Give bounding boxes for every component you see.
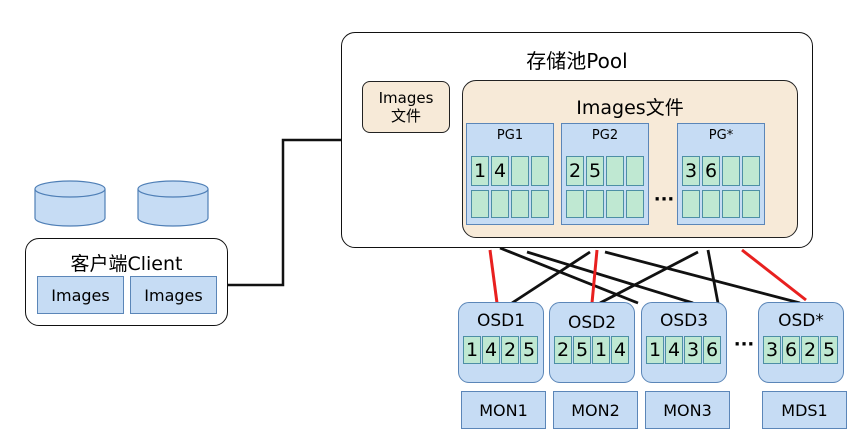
client-pool-link: [228, 138, 342, 287]
replica-link: [706, 249, 720, 304]
replica-link: [511, 250, 591, 305]
osd-node: OSD3 1 4 3 6: [641, 302, 727, 383]
pg-cell: [626, 156, 644, 186]
client-label: 客户端Client: [70, 253, 183, 275]
pg-cell: [566, 190, 584, 218]
osd-node: OSD2 2 5 1 4: [549, 302, 635, 383]
osd-label: OSD2: [567, 313, 617, 333]
monitor-box: MON2: [553, 391, 638, 429]
monitor-box: MON1: [461, 391, 546, 429]
pg-cell: 4: [491, 156, 509, 186]
osd-cell: 3: [763, 336, 781, 364]
pg-cell: [511, 156, 529, 186]
primary-link: [590, 249, 599, 304]
osd-cell: 5: [520, 336, 538, 364]
osd-cell: 5: [820, 336, 838, 364]
pg-cell: [626, 190, 644, 218]
osd-cell: 1: [646, 336, 664, 364]
images-file-small: Images 文件: [362, 81, 450, 133]
client-image-block: Images: [37, 276, 124, 314]
osd-cell: 5: [573, 336, 591, 364]
osd-label: OSD1: [476, 311, 526, 331]
database-icon: [34, 180, 106, 227]
pg-cell: [722, 190, 740, 218]
pg-cell: [471, 190, 489, 218]
osd-cell: 4: [482, 336, 500, 364]
pg-ellipsis: ···: [653, 189, 675, 210]
pg-label: PG1: [496, 128, 524, 143]
pg-cell: 5: [586, 156, 604, 186]
pg-cell: [606, 190, 624, 218]
pg-cell: 6: [702, 156, 720, 186]
pg-box: PG2 2 5: [561, 123, 649, 225]
images-file-box: Images文件 PG1 1 4 PG2 2 5 ···: [462, 80, 798, 238]
osd-node: OSD* 3 6 2 5: [758, 302, 844, 383]
osd-cell: 6: [782, 336, 800, 364]
osd-label: OSD*: [778, 311, 824, 331]
pg-cell: [511, 190, 529, 218]
replica-link: [604, 250, 801, 305]
images-file-small-line2: 文件: [390, 107, 421, 125]
osd-cell: 4: [665, 336, 683, 364]
replica-link: [526, 250, 694, 305]
monitor-box: MDS1: [762, 391, 847, 429]
replica-link: [599, 250, 699, 305]
client-box: 客户端Client Images Images: [25, 238, 228, 326]
pg-cell: [702, 190, 720, 218]
pg-cell: 3: [682, 156, 700, 186]
osd-ellipsis: ···: [733, 334, 755, 355]
osd-cell: 2: [554, 336, 572, 364]
primary-link: [488, 249, 499, 304]
osd-cell: 4: [611, 336, 629, 364]
pg-label: PG*: [708, 128, 734, 143]
pg-cell: [682, 190, 700, 218]
storage-pool: 存储池Pool Images 文件 Images文件 PG1 1 4 PG2 2…: [341, 32, 813, 248]
pg-cell: [742, 156, 760, 186]
client-image-block: Images: [130, 276, 217, 314]
osd-cell: 2: [801, 336, 819, 364]
osd-cell: 1: [463, 336, 481, 364]
pg-cell: [606, 156, 624, 186]
images-file-title: Images文件: [576, 97, 684, 119]
osd-cell: 3: [684, 336, 702, 364]
monitor-box: MON3: [645, 391, 730, 429]
pg-cell: [491, 190, 509, 218]
osd-cell: 1: [592, 336, 610, 364]
pg-box: PG* 3 6: [677, 123, 765, 225]
pg-cell: [531, 190, 549, 218]
pg-cell: [722, 156, 740, 186]
pg-label: PG2: [591, 128, 619, 143]
primary-link: [741, 248, 807, 302]
pg-cell: [531, 156, 549, 186]
images-file-small-line1: Images: [378, 89, 434, 107]
osd-node: OSD1 1 4 2 5: [458, 302, 544, 383]
osd-label: OSD3: [659, 311, 709, 331]
osd-cell: 6: [703, 336, 721, 364]
pg-box: PG1 1 4: [466, 123, 554, 225]
pg-cell: 2: [566, 156, 584, 186]
pg-cell: [742, 190, 760, 218]
pg-cell: [586, 190, 604, 218]
osd-cell: 2: [501, 336, 519, 364]
pg-cell: 1: [471, 156, 489, 186]
database-icon: [137, 180, 209, 227]
pool-title: 存储池Pool: [526, 49, 628, 73]
